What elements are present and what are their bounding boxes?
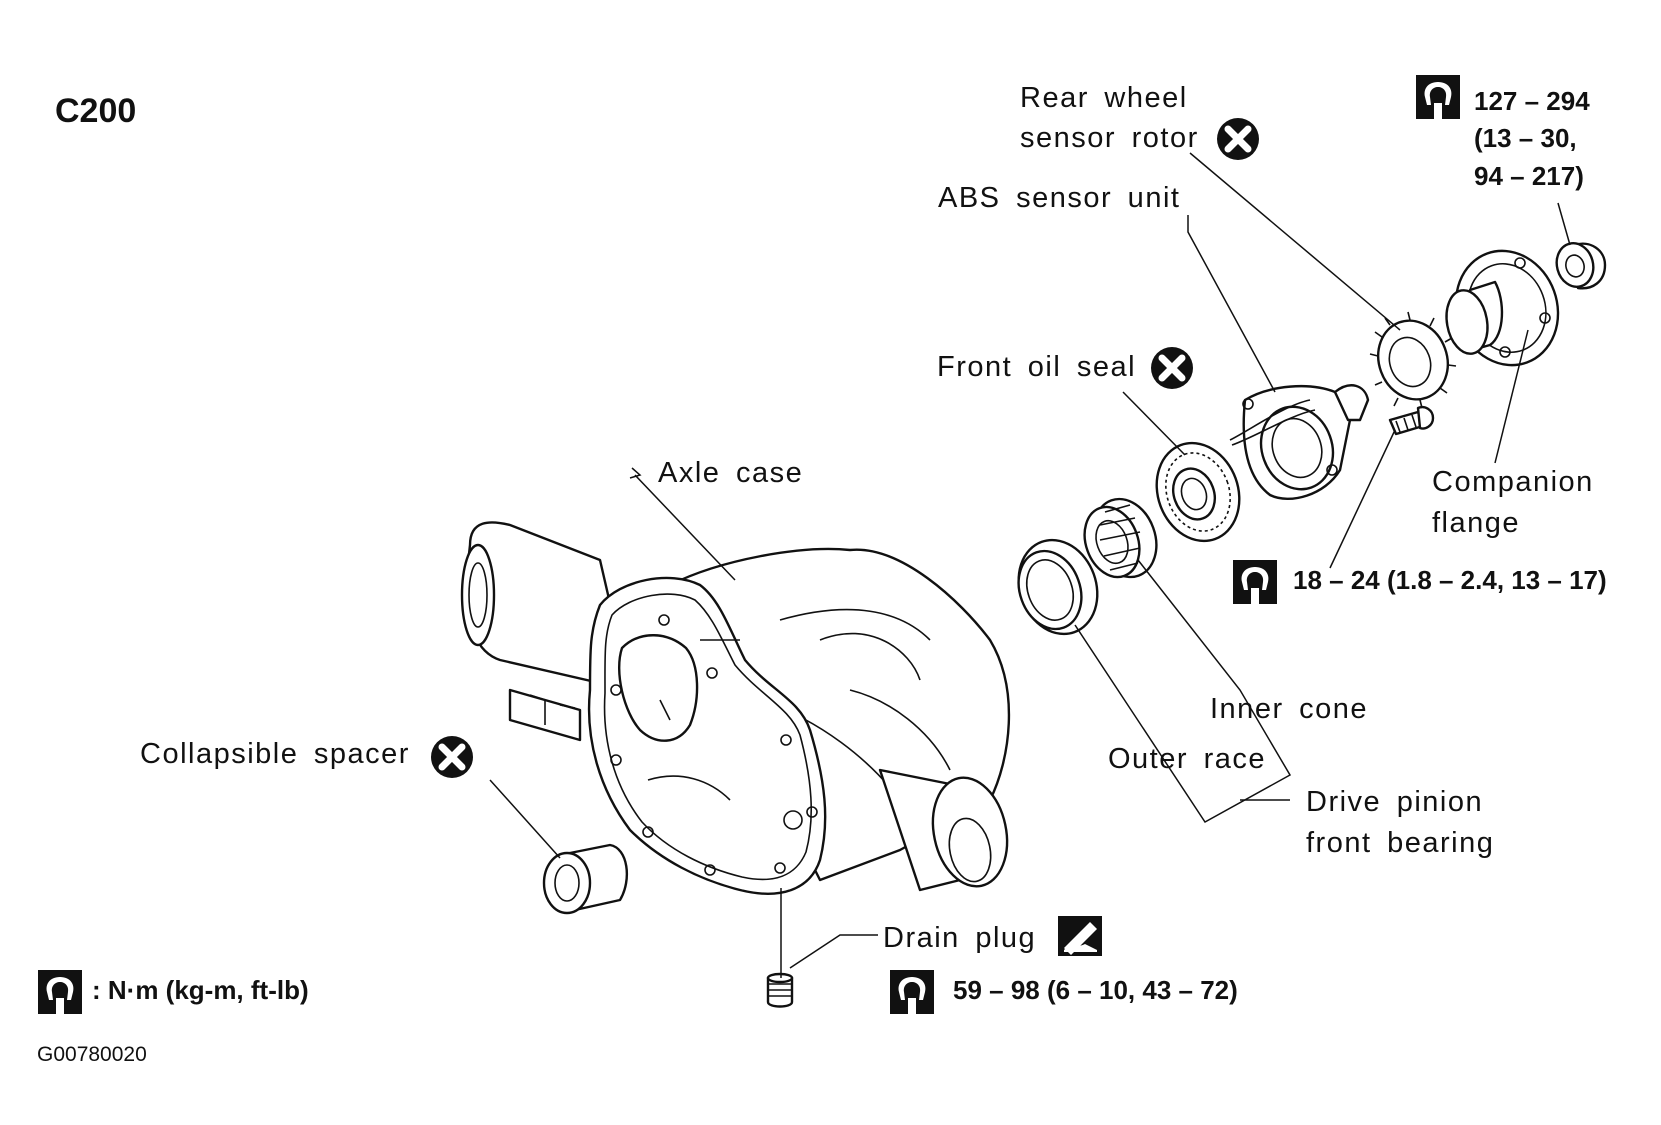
collapsible-spacer [542, 843, 628, 915]
torque-drain-plug: 59 – 98 (6 – 10, 43 – 72) [953, 975, 1238, 1005]
front-oil-seal [1155, 441, 1241, 543]
torque-companion-line2: (13 – 30, [1474, 123, 1577, 153]
companion-flange [1445, 249, 1560, 367]
torque-companion-line3: 94 – 217) [1474, 161, 1584, 191]
inner-cone [1083, 497, 1158, 579]
sensor-bolt [1388, 405, 1435, 436]
label-companion-line2: flange [1432, 507, 1520, 539]
torque-wrench-icon [890, 970, 934, 1014]
always-replace-x-icon [431, 736, 473, 778]
outer-race [1017, 538, 1099, 636]
leader-lines [489, 152, 1571, 978]
label-collapsible-spacer: Collapsible spacer [140, 738, 410, 770]
label-drive-pinion-line1: Drive pinion [1306, 786, 1483, 818]
label-drive-pinion-line2: front bearing [1306, 827, 1494, 859]
rear-wheel-sensor-rotor [1369, 311, 1457, 409]
label-rear-wheel-line2: sensor rotor [1020, 122, 1199, 154]
label-companion-line1: Companion [1432, 466, 1594, 498]
legend-units: : N·m (kg-m, ft-lb) [92, 975, 309, 1005]
torque-companion-line1: 127 – 294 [1474, 86, 1590, 116]
label-front-oil-seal: Front oil seal [937, 351, 1136, 383]
drain-plug [766, 972, 794, 1008]
torque-wrench-icon [1233, 560, 1277, 604]
abs-sensor-unit [1229, 384, 1370, 500]
label-drain-plug: Drain plug [883, 922, 1036, 954]
apply-sealant-icon [1058, 916, 1102, 956]
label-abs-sensor-unit: ABS sensor unit [938, 182, 1180, 214]
label-rear-wheel-line1: Rear wheel [1020, 82, 1188, 114]
always-replace-x-icon [1217, 118, 1259, 160]
torque-wrench-icon [1416, 75, 1460, 119]
axle-case [460, 521, 1011, 895]
label-outer-race: Outer race [1108, 743, 1266, 775]
torque-sensor-bolt: 18 – 24 (1.8 – 2.4, 13 – 17) [1293, 565, 1607, 595]
label-axle-case: Axle case [658, 457, 803, 489]
figure-code: G00780020 [37, 1043, 147, 1066]
label-inner-cone: Inner cone [1210, 693, 1368, 725]
companion-nut [1555, 242, 1607, 290]
torque-wrench-icon [38, 970, 82, 1014]
always-replace-x-icon [1151, 347, 1193, 389]
model-code: C200 [55, 92, 136, 130]
